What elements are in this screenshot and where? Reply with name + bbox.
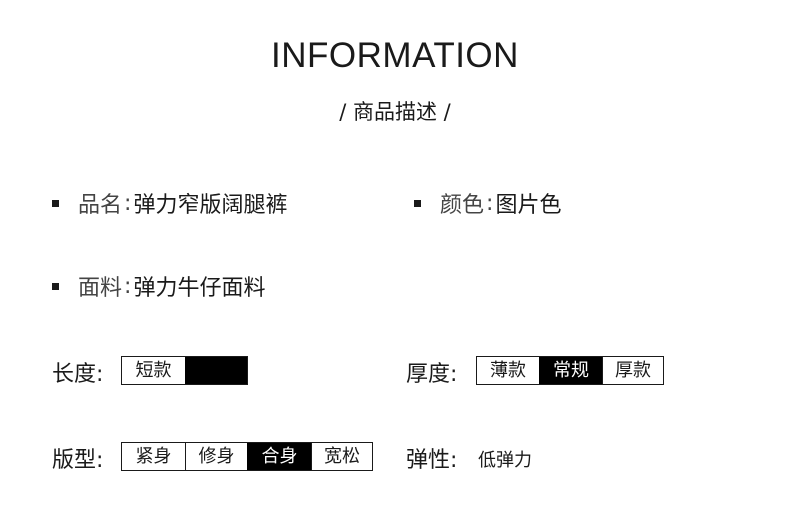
length-label: 长度: bbox=[52, 362, 104, 387]
fit-option-slim: 修身 bbox=[185, 443, 247, 470]
fit-option-tight: 紧身 bbox=[122, 443, 185, 470]
product-name-key: 品名 bbox=[78, 193, 123, 218]
fit-options: 紧身 修身 合身 宽松 bbox=[121, 442, 373, 471]
fit-option-regular: 合身 bbox=[247, 443, 311, 470]
length-option-short: 短款 bbox=[122, 357, 185, 384]
info-color: 颜色 : 图片色 bbox=[414, 187, 561, 219]
elasticity-label: 弹性: bbox=[406, 448, 458, 473]
product-name-value: 弹力窄版阔腿裤 bbox=[133, 193, 288, 218]
fit-option-loose: 宽松 bbox=[311, 443, 372, 470]
page-subtitle: / 商品描述 / bbox=[339, 100, 451, 124]
fit-label: 版型: bbox=[52, 448, 104, 473]
thickness-option-thick: 厚款 bbox=[602, 357, 663, 384]
bullet-icon bbox=[52, 282, 59, 290]
info-product-name: 品名 : 弹力窄版阔腿裤 bbox=[52, 187, 287, 219]
length-options: 短款 bbox=[121, 356, 248, 385]
thickness-option-thin: 薄款 bbox=[477, 357, 539, 384]
info-fabric: 面料 : 弹力牛仔面料 bbox=[52, 270, 265, 302]
color-value: 图片色 bbox=[495, 193, 562, 218]
length-option-selected bbox=[185, 357, 247, 384]
fabric-separator: : bbox=[124, 273, 132, 299]
page-title: INFORMATION bbox=[271, 36, 519, 75]
fabric-key: 面料 bbox=[78, 276, 123, 301]
thickness-option-regular: 常规 bbox=[539, 357, 602, 384]
fabric-value: 弹力牛仔面料 bbox=[133, 276, 266, 301]
color-separator: : bbox=[486, 190, 494, 216]
thickness-options: 薄款 常规 厚款 bbox=[476, 356, 664, 385]
color-key: 颜色 bbox=[440, 193, 485, 218]
elasticity-value: 低弹力 bbox=[478, 450, 532, 471]
product-name-separator: : bbox=[124, 190, 132, 216]
bullet-icon bbox=[52, 199, 59, 207]
thickness-label: 厚度: bbox=[406, 362, 458, 387]
bullet-icon bbox=[414, 199, 421, 207]
